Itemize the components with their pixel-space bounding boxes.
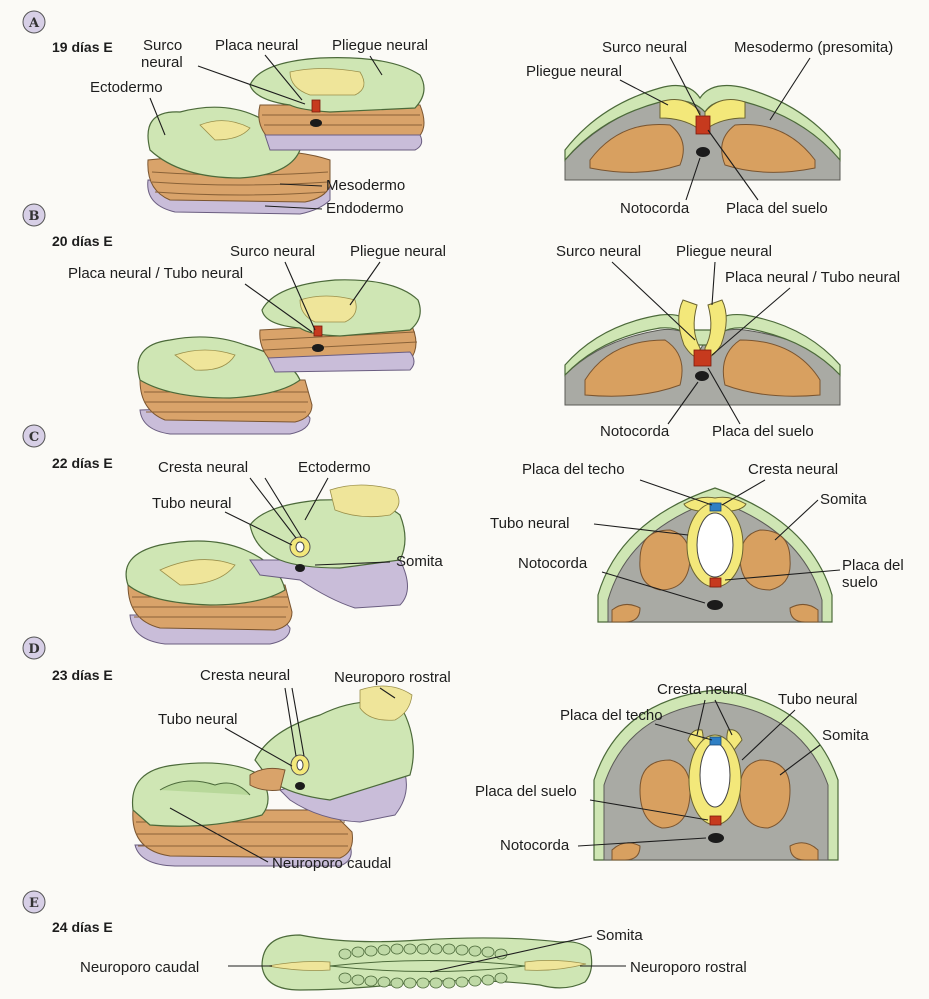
day-label-e: 24 días E [52, 919, 113, 935]
badge-b-letter: B [29, 209, 40, 224]
label-c-tubo-neural: Tubo neural [152, 495, 232, 512]
day-label-b: 20 días E [52, 233, 113, 249]
label-d-r-cresta-neural: Cresta neural [657, 681, 747, 698]
label-d-r-notocorda: Notocorda [500, 837, 570, 854]
label-b-r-placa-tubo: Placa neural / Tubo neural [725, 269, 900, 286]
label-a-r-pliegue-neural: Pliegue neural [526, 63, 622, 80]
label-c-ectodermo: Ectodermo [298, 459, 371, 476]
label-a-endodermo: Endodermo [326, 200, 404, 217]
label-d-cresta-neural: Cresta neural [200, 667, 290, 684]
label-a-r-notocorda: Notocorda [620, 200, 690, 217]
label-a-r-placa-suelo: Placa del suelo [726, 200, 828, 217]
label-e-somita: Somita [596, 927, 643, 944]
label-b-surco-neural: Surco neural [230, 243, 315, 260]
label-b-placa-tubo: Placa neural / Tubo neural [68, 265, 243, 282]
label-c-r-notocorda: Notocorda [518, 555, 588, 572]
label-a-pliegue-neural: Pliegue neural [332, 37, 428, 54]
panel-a: A 19 días E Surco neural Placa neural Pl… [23, 11, 893, 217]
day-label-a: 19 días E [52, 39, 113, 55]
badge-d-letter: D [28, 642, 39, 657]
day-label-c: 22 días E [52, 455, 113, 471]
label-e-neuroporo-rostral: Neuroporo rostral [630, 959, 747, 976]
panel-e: E 24 días E Somita Neuroporo caudal Neur… [23, 891, 747, 990]
label-a-mesodermo: Mesodermo [326, 177, 405, 194]
label-a-placa-neural: Placa neural [215, 37, 298, 54]
label-c-r-placa-suelo-1: Placa del [842, 557, 904, 574]
label-b-pliegue-neural: Pliegue neural [350, 243, 446, 260]
label-a-surco-1: Surco [143, 37, 182, 54]
label-d-tubo-neural: Tubo neural [158, 711, 238, 728]
embryo-dorsal-e [262, 935, 592, 990]
label-c-r-tubo-neural: Tubo neural [490, 515, 570, 532]
label-c-r-somita: Somita [820, 491, 867, 508]
label-d-r-placa-suelo: Placa del suelo [475, 783, 577, 800]
panel-b: B 20 días E Surco neural Pliegue neural … [23, 204, 900, 440]
label-c-r-placa-techo: Placa del techo [522, 461, 625, 478]
badge-b: B [23, 204, 45, 226]
label-a-surco-2: neural [141, 54, 183, 71]
label-d-neuroporo-caudal: Neuroporo caudal [272, 855, 391, 872]
cross-section-a [565, 86, 840, 180]
panel-c: C 22 días E Cresta neural Ectodermo Tubo… [23, 425, 904, 644]
label-b-r-placa-suelo: Placa del suelo [712, 423, 814, 440]
badge-a-letter: A [28, 16, 40, 31]
badge-c: C [23, 425, 45, 447]
label-c-r-placa-suelo-2: suelo [842, 574, 878, 591]
badge-e: E [23, 891, 45, 913]
label-d-r-somita: Somita [822, 727, 869, 744]
label-a-r-mesodermo: Mesodermo (presomita) [734, 39, 893, 56]
label-d-r-placa-techo: Placa del techo [560, 707, 663, 724]
badge-c-letter: C [29, 430, 39, 445]
badge-e-letter: E [29, 896, 39, 911]
cross-section-c [598, 488, 832, 622]
label-b-r-notocorda: Notocorda [600, 423, 670, 440]
label-b-r-pliegue-neural: Pliegue neural [676, 243, 772, 260]
badge-a: A [23, 11, 45, 33]
badge-d: D [23, 637, 45, 659]
label-b-r-surco-neural: Surco neural [556, 243, 641, 260]
embryo-3d-b [138, 280, 420, 434]
label-c-somita: Somita [396, 553, 443, 570]
label-d-r-tubo-neural: Tubo neural [778, 691, 858, 708]
cross-section-b [565, 300, 840, 405]
label-c-cresta-neural: Cresta neural [158, 459, 248, 476]
label-e-neuroporo-caudal: Neuroporo caudal [80, 959, 199, 976]
label-d-neuroporo-rostral: Neuroporo rostral [334, 669, 451, 686]
label-c-r-cresta-neural: Cresta neural [748, 461, 838, 478]
day-label-d: 23 días E [52, 667, 113, 683]
panel-d: D 23 días E Cresta neural Neuroporo rost… [23, 637, 869, 872]
label-a-ectodermo: Ectodermo [90, 79, 163, 96]
label-a-r-surco-neural: Surco neural [602, 39, 687, 56]
